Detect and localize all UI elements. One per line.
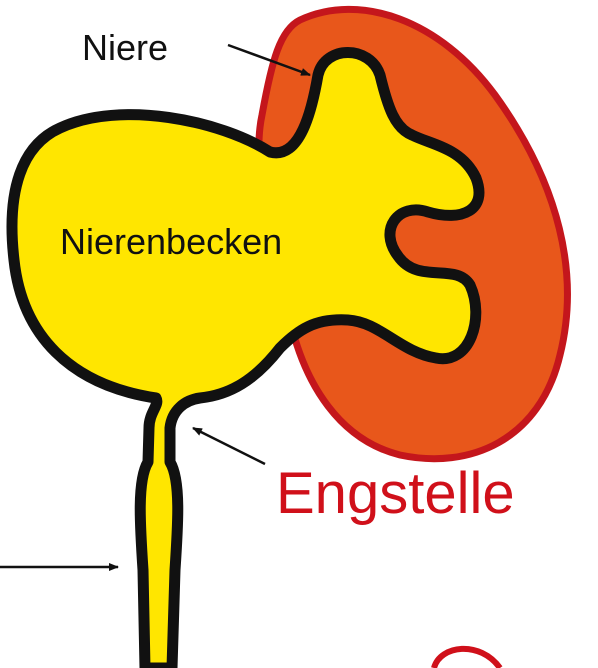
kidney-label: Niere	[82, 27, 168, 68]
partial-red-shape	[434, 649, 500, 668]
narrowing-arrow	[193, 428, 265, 464]
narrowing-label: Engstelle	[276, 461, 515, 526]
renal-pelvis-label: Nierenbecken	[60, 221, 282, 262]
